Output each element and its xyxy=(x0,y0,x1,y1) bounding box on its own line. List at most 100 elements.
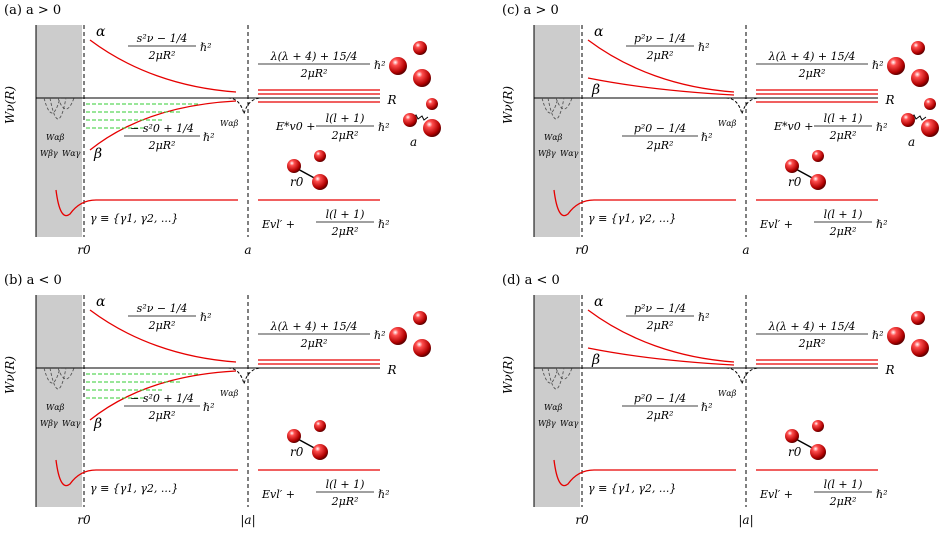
panel-header: (b) a < 0 xyxy=(4,273,62,288)
deep-dimer-atom-3 xyxy=(810,444,826,460)
w-alpha-beta-label: Wαβ xyxy=(46,133,65,142)
w-alpha-beta-label: Wαβ xyxy=(544,133,563,142)
continuum-frac-denominator: 2μR² xyxy=(798,67,826,80)
alpha-frac-numerator: s²ν − 1/4 xyxy=(137,32,188,45)
beta-label: β xyxy=(93,416,102,432)
w-alpha-beta-well-label: Wαβ xyxy=(718,119,737,128)
panel-header: (d) a < 0 xyxy=(502,273,560,288)
atom-3 xyxy=(911,69,929,87)
beta-hbar: ℏ² xyxy=(203,401,215,414)
beta-hbar: ℏ² xyxy=(203,131,215,144)
r0-label: r0 xyxy=(575,243,589,257)
bound-frac-denominator: 2μR² xyxy=(829,129,857,142)
alpha-curve xyxy=(89,309,237,363)
alpha-curve xyxy=(587,309,735,363)
deep-dimer-atom-3 xyxy=(810,174,826,190)
short-range-wells xyxy=(43,97,75,120)
bound-energy-text: E*v0 + xyxy=(773,120,813,133)
beta-frac-numerator: − s²0 + 1/4 xyxy=(130,122,194,135)
beta-curve xyxy=(587,77,735,96)
beta-curve xyxy=(587,347,735,366)
short-range-wells xyxy=(541,367,573,390)
r-axis-label: R xyxy=(386,93,396,107)
atom-2 xyxy=(389,57,407,75)
atom-3 xyxy=(413,69,431,87)
w-alpha-gamma-label: Wαγ xyxy=(62,149,81,158)
short-range-region xyxy=(36,295,82,507)
beta-frac-denominator: 2μR² xyxy=(646,409,674,422)
deep-dimer-atom-2 xyxy=(785,429,799,443)
dimer-atom-1 xyxy=(426,98,438,110)
evl-hbar: ℏ² xyxy=(876,488,888,501)
well-at-a xyxy=(725,97,761,115)
deep-dimer-atom-1 xyxy=(314,150,326,162)
deep-dimer-atom-2 xyxy=(287,159,301,173)
alpha-frac-denominator: 2μR² xyxy=(148,49,176,62)
w-alpha-beta-well-label: Wαβ xyxy=(220,119,239,128)
deep-dimer-atom-3 xyxy=(312,444,328,460)
alpha-frac-denominator: 2μR² xyxy=(148,319,176,332)
alpha-hbar: ℏ² xyxy=(200,41,212,54)
short-range-wells xyxy=(541,97,573,120)
deep-dimer-label: r0 xyxy=(290,445,304,459)
r-axis-label: R xyxy=(884,363,894,377)
continuum-hbar: ℏ² xyxy=(872,329,884,342)
gamma-curve xyxy=(55,189,238,217)
y-axis-label: Wν(R) xyxy=(3,356,17,394)
beta-hbar: ℏ² xyxy=(701,131,713,144)
bound-frac-numerator: l(l + 1) xyxy=(824,112,863,125)
evl-text: Evl′ + xyxy=(759,488,793,501)
atom-3 xyxy=(413,339,431,357)
evl-frac-denominator: 2μR² xyxy=(331,495,359,508)
well-at-a xyxy=(725,367,761,385)
short-range-region xyxy=(534,25,580,237)
deep-dimer-label: r0 xyxy=(788,175,802,189)
beta-label: β xyxy=(591,82,600,98)
alpha-frac-denominator: 2μR² xyxy=(646,49,674,62)
alpha-frac-numerator: p²ν − 1/4 xyxy=(634,302,686,315)
evl-frac-denominator: 2μR² xyxy=(829,225,857,238)
w-beta-gamma-label: Wβγ xyxy=(40,419,58,428)
alpha-curve xyxy=(89,39,237,93)
evl-hbar: ℏ² xyxy=(378,218,390,231)
short-range-wells xyxy=(43,367,75,390)
dimer-label: a xyxy=(908,135,915,149)
w-beta-gamma-label: Wβγ xyxy=(538,419,556,428)
beta-label: β xyxy=(93,146,102,162)
gamma-set-label: γ ≡ {γ1, γ2, ...} xyxy=(90,482,178,495)
continuum-hbar: ℏ² xyxy=(872,59,884,72)
deep-dimer-atom-1 xyxy=(812,150,824,162)
atom-2 xyxy=(389,327,407,345)
a-label: |a| xyxy=(738,513,753,527)
y-axis-label: Wν(R) xyxy=(501,356,515,394)
alpha-label: α xyxy=(594,294,604,310)
continuum-hbar: ℏ² xyxy=(374,329,386,342)
gamma-curve xyxy=(55,459,238,487)
gamma-set-label: γ ≡ {γ1, γ2, ...} xyxy=(90,212,178,225)
atom-1 xyxy=(911,311,925,325)
w-alpha-gamma-label: Wαγ xyxy=(560,149,579,158)
continuum-frac-numerator: λ(λ + 4) + 15/4 xyxy=(270,320,358,333)
evl-text: Evl′ + xyxy=(261,218,295,231)
evl-frac-numerator: l(l + 1) xyxy=(824,208,863,221)
bound-hbar: ℏ² xyxy=(378,121,390,134)
a-label: a xyxy=(742,243,749,257)
evl-frac-numerator: l(l + 1) xyxy=(326,208,365,221)
deep-dimer-atom-2 xyxy=(287,429,301,443)
beta-curve xyxy=(89,100,237,151)
